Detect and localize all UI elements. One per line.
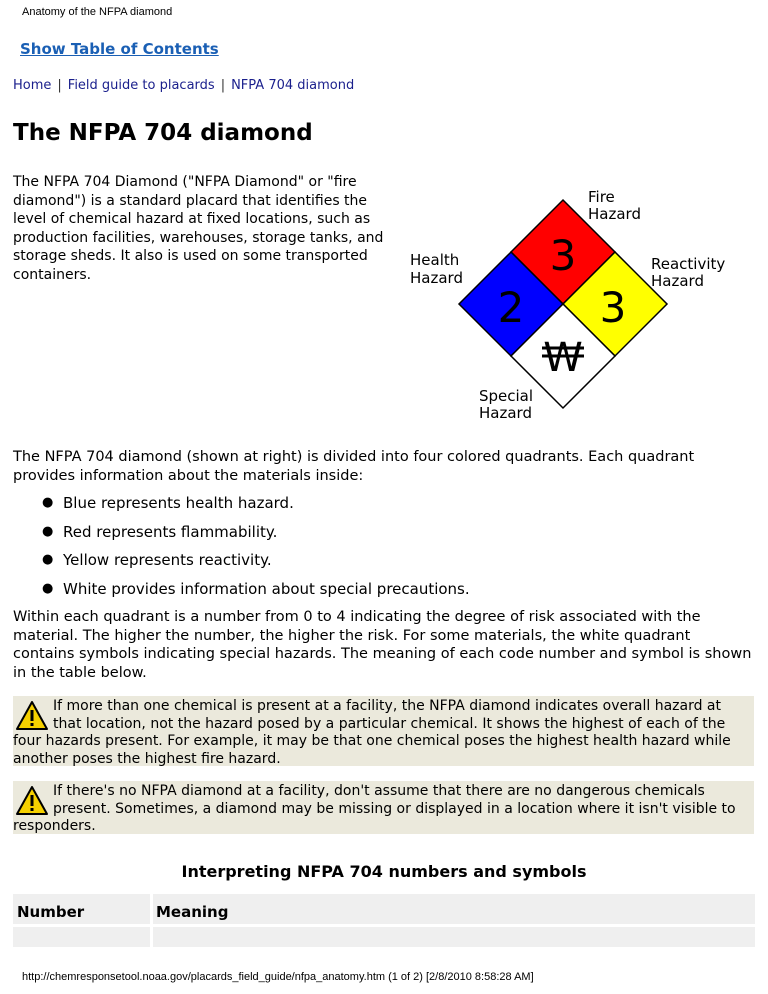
- fire-label-line2: Hazard: [588, 205, 641, 223]
- print-header-title: Anatomy of the NFPA diamond: [22, 6, 173, 18]
- health-label-line1: Health: [410, 251, 459, 269]
- warning-triangle-icon: [16, 786, 48, 815]
- list-item: ● Yellow represents reactivity.: [40, 549, 470, 578]
- breadcrumb-field-guide-link[interactable]: Field guide to placards: [67, 78, 215, 93]
- table-cell: [13, 927, 150, 947]
- nfpa-codes-table: Number Meaning: [13, 894, 755, 947]
- intro-paragraph: The NFPA 704 Diamond ("NFPA Diamond" or …: [13, 174, 384, 283]
- warning-triangle-icon: [16, 701, 48, 730]
- list-item: ● White provides information about specia…: [40, 578, 470, 607]
- quadrant-paragraph: Within each quadrant is a number from 0 …: [13, 609, 752, 681]
- list-item-text: Red represents flammability.: [63, 522, 278, 541]
- list-item-text: White provides information about special…: [63, 579, 470, 598]
- breadcrumb-separator: |: [220, 78, 226, 93]
- special-label-line2: Hazard: [479, 404, 532, 422]
- list-item: ● Red represents flammability.: [40, 521, 470, 550]
- bullet-icon: ●: [42, 523, 54, 539]
- bullet-icon: ●: [42, 552, 54, 567]
- division-paragraph: The NFPA 704 diamond (shown at right) is…: [13, 449, 695, 484]
- bullet-icon: ●: [42, 495, 54, 510]
- table-row: [13, 924, 755, 947]
- table-cell: [153, 927, 755, 947]
- fire-hazard-label: Fire Hazard: [588, 188, 641, 223]
- special-label-line1: Special: [479, 387, 533, 405]
- special-value-w: W: [543, 335, 583, 381]
- reactivity-label-line1: Reactivity: [651, 255, 725, 273]
- column-header-meaning: Meaning: [153, 894, 755, 924]
- special-hazard-label: Special Hazard: [479, 387, 538, 422]
- reactivity-label-line2: Hazard: [651, 272, 704, 290]
- nfpa-diamond-figure: 3 2 3 W Fire Hazard Health Hazard Reacti…: [400, 178, 760, 433]
- show-toc-link[interactable]: Show Table of Contents: [20, 40, 219, 58]
- nfpa-diamond-graphic: 3 2 3 W Fire Hazard Health Hazard Reacti…: [410, 188, 730, 422]
- reactivity-value: 3: [600, 283, 627, 332]
- list-item: ● Blue represents health hazard.: [40, 492, 470, 521]
- warning-note-missing-diamond: If there's no NFPA diamond at a facility…: [13, 781, 754, 834]
- breadcrumb-nfpa-link[interactable]: NFPA 704 diamond: [231, 78, 355, 93]
- fire-label-line1: Fire: [588, 188, 615, 206]
- reactivity-hazard-label: Reactivity Hazard: [651, 255, 730, 290]
- breadcrumb: Home | Field guide to placards | NFPA 704 di…: [13, 78, 354, 93]
- page-title: The NFPA 704 diamond: [13, 120, 313, 146]
- table-title: Interpreting NFPA 704 numbers and symbol…: [0, 862, 768, 881]
- bullet-icon: ●: [42, 580, 54, 596]
- warning-note-text: If more than one chemical is present at …: [13, 698, 731, 767]
- table-title-text: Interpreting NFPA 704 numbers and symbol…: [181, 862, 587, 881]
- fire-value: 3: [550, 231, 577, 280]
- warning-note-text: If there's no NFPA diamond at a facility…: [13, 783, 736, 834]
- list-item-text: Blue represents health hazard.: [63, 494, 294, 512]
- health-hazard-label: Health Hazard: [410, 251, 464, 287]
- list-item-text: Yellow represents reactivity.: [63, 551, 272, 569]
- health-value: 2: [498, 283, 525, 332]
- print-footer-url: http://chemresponsetool.noaa.gov/placard…: [22, 971, 534, 983]
- breadcrumb-separator: |: [57, 78, 62, 93]
- column-header-number: Number: [13, 894, 150, 924]
- table-header-row: Number Meaning: [13, 894, 755, 924]
- breadcrumb-home-link[interactable]: Home: [13, 78, 52, 93]
- quadrant-color-list: ● Blue represents health hazard. ● Red rep…: [40, 492, 470, 606]
- warning-note-overall-hazard: If more than one chemical is present at …: [13, 696, 754, 767]
- health-label-line2: Hazard: [410, 269, 463, 287]
